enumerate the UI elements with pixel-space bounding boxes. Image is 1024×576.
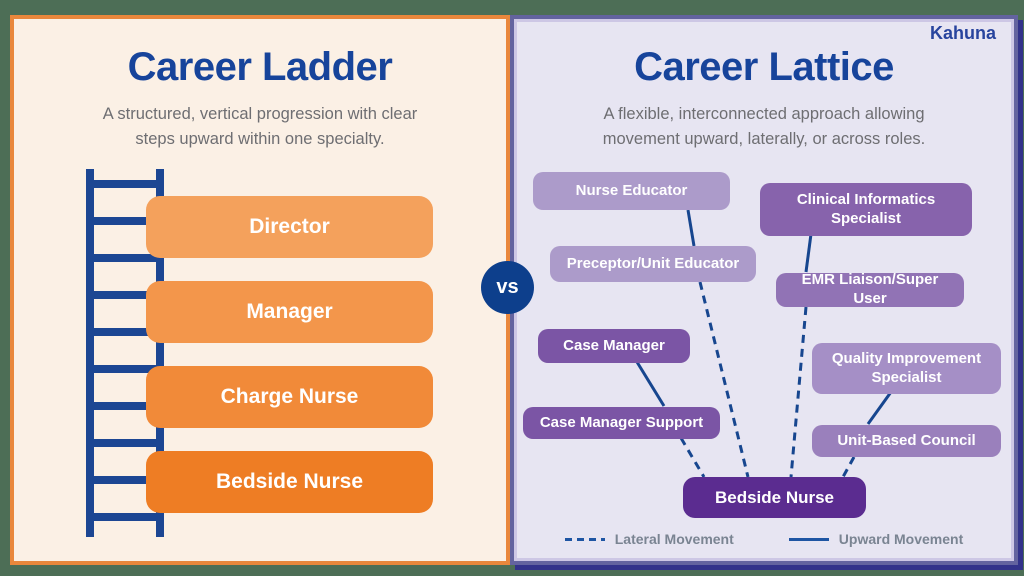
upward-line-clinical-informatics-emr bbox=[804, 233, 813, 273]
ladder-level-manager: Manager bbox=[146, 281, 433, 343]
upward-line-nurse-educator-preceptor bbox=[686, 209, 696, 247]
role-unit-based-council: Unit-Based Council bbox=[812, 425, 1001, 457]
ladder-right-rail bbox=[156, 169, 164, 537]
lateral-line-case-manager-support-bedside bbox=[679, 437, 706, 478]
role-case-manager-support: Case Manager Support bbox=[523, 407, 720, 439]
ladder-level-charge-nurse: Charge Nurse bbox=[146, 366, 433, 428]
role-quality-improvement-specialist: Quality Improvement Specialist bbox=[812, 343, 1001, 394]
role-bedside-nurse: Bedside Nurse bbox=[683, 477, 866, 518]
solid-line-icon bbox=[788, 537, 829, 541]
career-ladder-subtitle: A structured, vertical progression with … bbox=[102, 105, 418, 148]
ladder-left-rail bbox=[86, 169, 94, 537]
movement-legend: Lateral Movement Upward Movement bbox=[514, 531, 1014, 547]
legend-lateral-label: Lateral Movement bbox=[614, 531, 734, 547]
legend-upward-label: Upward Movement bbox=[838, 531, 964, 547]
ladder-level-director: Director bbox=[146, 196, 433, 258]
career-lattice-title: Career Lattice bbox=[634, 45, 894, 89]
role-nurse-educator: Nurse Educator bbox=[533, 172, 730, 210]
role-emr-liaison-super-user: EMR Liaison/Super User bbox=[776, 271, 964, 307]
role-preceptor-unit-educator: Preceptor/Unit Educator bbox=[550, 246, 756, 282]
role-case-manager: Case Manager bbox=[538, 329, 690, 363]
upward-line-quality-improvement-council bbox=[866, 391, 893, 425]
kahuna-logo: Kahuna bbox=[929, 23, 996, 43]
dashed-line-icon bbox=[564, 537, 605, 541]
lattice-connector-lines bbox=[635, 209, 893, 478]
lateral-line-unit-based-council-bedside bbox=[841, 456, 856, 478]
role-clinical-informatics-specialist: Clinical Informatics Specialist bbox=[760, 183, 972, 236]
lateral-line-emr-bedside bbox=[789, 306, 808, 478]
legend-upward-movement: Upward Movement bbox=[788, 531, 964, 547]
upward-line-case-manager-support bbox=[635, 361, 666, 407]
legend-lateral-movement: Lateral Movement bbox=[564, 531, 734, 547]
career-ladder-panel: Career Ladder A structured, vertical pro… bbox=[10, 15, 510, 565]
career-lattice-panel: Kahuna Career Lattice A flexible, interc… bbox=[510, 15, 1018, 565]
career-lattice-subtitle: A flexible, interconnected approach allo… bbox=[602, 105, 926, 148]
lateral-line-preceptor-bedside bbox=[698, 281, 750, 478]
career-ladder-title: Career Ladder bbox=[127, 45, 393, 89]
ladder-level-bedside-nurse: Bedside Nurse bbox=[146, 451, 433, 513]
vs-badge: vs bbox=[481, 261, 534, 314]
